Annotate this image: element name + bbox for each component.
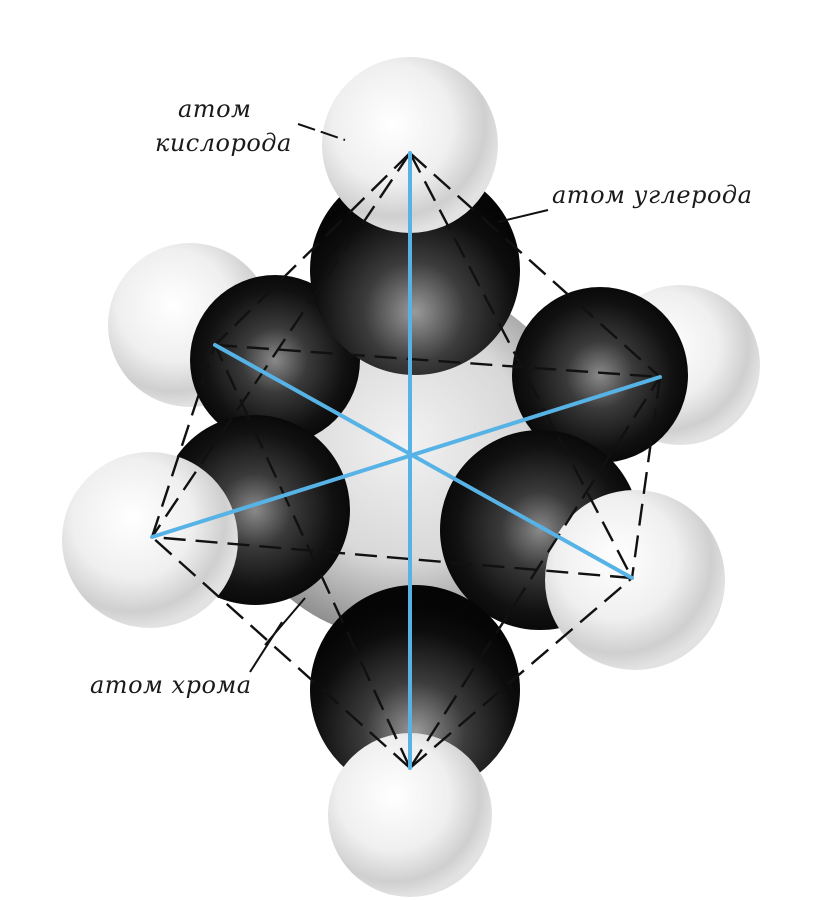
edge <box>150 344 217 538</box>
oxygen-atom-lower-right <box>545 490 725 670</box>
oxygen-atoms-front <box>62 57 725 897</box>
edge <box>408 152 634 579</box>
carbon-atom-bottom <box>310 585 520 795</box>
edge <box>214 152 411 346</box>
label-oxygen-line1: атом <box>178 95 252 123</box>
oxygen-atom-top <box>322 57 498 233</box>
axis-diagonal-b <box>150 375 662 539</box>
leader-chromium-b <box>264 597 306 646</box>
edge <box>409 152 661 378</box>
edge <box>151 536 411 769</box>
edge <box>151 152 411 538</box>
axes <box>150 151 662 770</box>
leader-carbon <box>497 209 549 223</box>
oxygen-atom-left <box>62 452 238 628</box>
octahedron-edges <box>150 152 662 769</box>
leader-oxygen <box>297 123 346 141</box>
label-carbon: атом углерода <box>552 181 753 209</box>
edge <box>408 376 662 769</box>
oxygen-atom-bottom <box>328 733 492 897</box>
carbon-atom-right <box>512 287 688 463</box>
edge <box>214 343 661 379</box>
label-oxygen-line2: кислорода <box>155 129 292 157</box>
leader-lines <box>249 123 549 673</box>
edge <box>151 535 633 580</box>
edge <box>409 577 633 769</box>
edge <box>213 344 412 769</box>
axis-diagonal-a <box>213 343 634 580</box>
edge <box>630 376 662 579</box>
label-chromium: атом хрома <box>90 671 252 699</box>
